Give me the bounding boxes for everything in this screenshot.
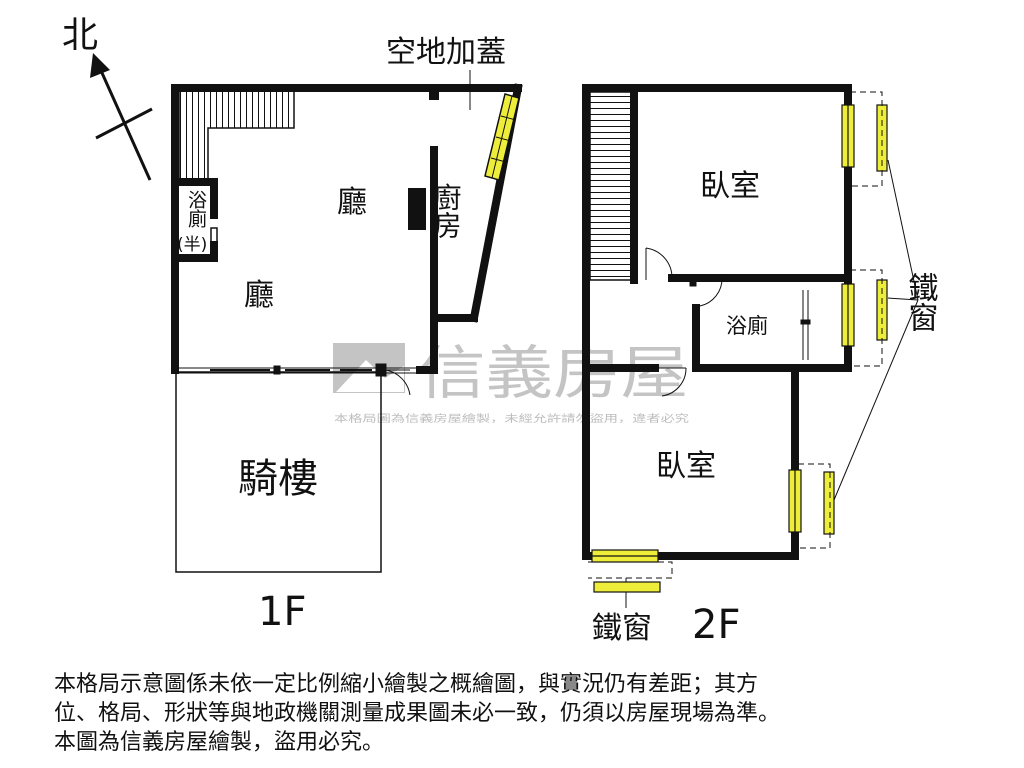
- floor2-bedroom-top-label: 臥室: [700, 169, 760, 204]
- floor2-plan: 臥室 浴廁 臥室 鐵窗 鐵窗 2F: [582, 84, 939, 648]
- watermark: 信義房屋 本格局圖為信義房屋繪製，未經允許請勿盜用，違者必究: [333, 339, 689, 425]
- floor1-half-bath-sub-label: (半): [177, 235, 207, 255]
- floor2-iron-window-right-label: 鐵窗: [903, 272, 939, 332]
- floor1-counter: [408, 188, 426, 230]
- floor1-arcade-label: 騎樓: [238, 456, 318, 502]
- floor1-floor-label: 1F: [258, 589, 306, 635]
- floor1-living-room-2-label: 廳: [244, 278, 274, 313]
- disclaimer-line-3: 本圖為信義房屋繪製，盜用必究。: [54, 730, 385, 755]
- floor1-front-door: [175, 363, 420, 396]
- floor1-kitchen-label: 廚房: [430, 183, 463, 239]
- north-label: 北: [62, 15, 98, 56]
- floor1-kitchen-window: [484, 93, 520, 181]
- floor2-stairs: [589, 91, 635, 281]
- floor2-iron-window-bottom-label: 鐵窗: [592, 611, 652, 646]
- floor1-living-room-label: 廳: [337, 185, 367, 220]
- floor2-bedroom-bottom-label: 臥室: [656, 449, 716, 484]
- floor2-iron-windows-right: [788, 104, 888, 535]
- floor2-doors: [645, 247, 723, 397]
- disclaimer-line-2: 位、格局、形狀等與地政機關測量成果圖未必一致，仍須以房屋現場為準。: [54, 701, 781, 726]
- floor1-vacant-lot-label: 空地加蓋: [386, 35, 506, 70]
- floor1-half-bath-label: 浴廁: [185, 190, 207, 229]
- disclaimer-line-1: 本格局示意圖係未依一定比例縮小繪製之概繪圖，與實況仍有差距；其方: [54, 672, 759, 697]
- watermark-notice: 本格局圖為信義房屋繪製，未經允許請勿盜用，違者必究: [334, 412, 689, 425]
- floor1-plan: 空地加蓋 廳 廳 廚房 浴廁 (半) 騎樓 1F: [171, 35, 523, 635]
- floor1-walls: [171, 83, 523, 374]
- floor2-iron-windows-bottom: [591, 549, 661, 593]
- north-arrow-icon: [90, 53, 153, 181]
- floor1-stairs: [179, 89, 295, 183]
- watermark-brand: 信義房屋: [418, 339, 688, 407]
- floor2-floor-label: 2F: [692, 602, 740, 648]
- floor2-bathroom-label: 浴廁: [726, 314, 768, 338]
- floor1-arcade-outline: [175, 371, 382, 573]
- disclaimer: 本格局示意圖係未依一定比例縮小繪製之概繪圖，與實況仍有差距；其方 位、格局、形狀…: [54, 670, 1004, 757]
